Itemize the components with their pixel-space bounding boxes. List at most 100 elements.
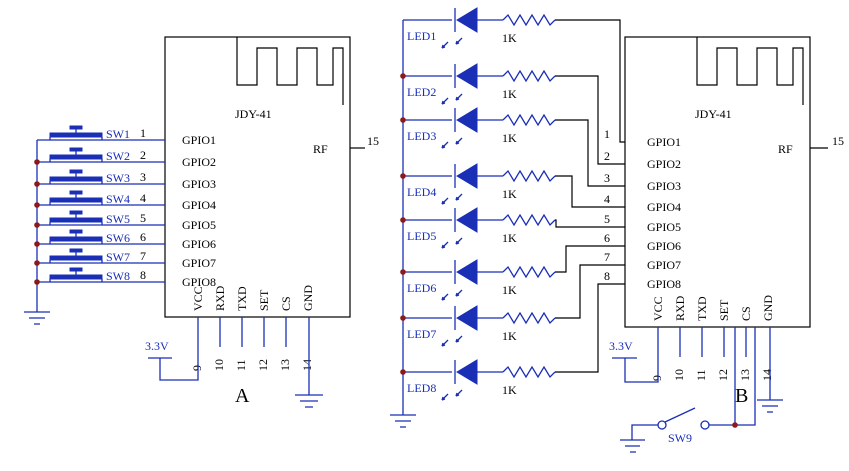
led-pin-3: 3 bbox=[604, 171, 610, 185]
led-pin-6: 6 bbox=[604, 231, 610, 245]
switch-label-5: SW5 bbox=[106, 212, 130, 226]
switch-pin-4: 4 bbox=[140, 191, 146, 205]
switch-label-1: SW1 bbox=[106, 127, 130, 141]
module-b-pin-rxd: RXD bbox=[673, 295, 687, 321]
power-label-a: 3.3V bbox=[145, 339, 169, 353]
switch-pin-2: 2 bbox=[140, 148, 146, 162]
module-b-antenna bbox=[696, 37, 804, 105]
module-a-gpio-7: GPIO7 bbox=[182, 256, 216, 270]
module-b-pin-set: SET bbox=[717, 299, 731, 321]
module-a: JDY-41 RF 15 GPIO1GPIO2GPIO3GPIO4GPIO5GP… bbox=[164, 36, 379, 407]
module-b-power: 3.3V SW9 bbox=[609, 327, 783, 453]
module-b-pin-gnd: GND bbox=[761, 295, 775, 321]
switch-label-7: SW7 bbox=[106, 250, 130, 264]
resistor-5: 1K bbox=[502, 231, 517, 245]
led-label-7: LED7 bbox=[407, 327, 436, 341]
led-label-2: LED2 bbox=[407, 85, 436, 99]
led-1: LED1 1K 1 bbox=[403, 7, 625, 143]
module-b: JDY-41 RF 15 GPIO1GPIO2GPIO3GPIO4GPIO5GP… bbox=[624, 36, 844, 407]
module-b-pin-num-10: 10 bbox=[672, 369, 686, 381]
module-b-pin-num-12: 12 bbox=[716, 369, 730, 381]
module-a-gpio-6: GPIO6 bbox=[182, 237, 216, 251]
led-pin-4: 4 bbox=[604, 192, 610, 206]
module-a-name: JDY-41 bbox=[235, 107, 272, 121]
led-6: LED6 1K 6 bbox=[400, 231, 625, 301]
module-a-gpio-1: GPIO1 bbox=[182, 133, 216, 147]
led-pin-5: 5 bbox=[604, 212, 610, 226]
led-label-3: LED3 bbox=[407, 129, 436, 143]
resistor-3: 1K bbox=[502, 131, 517, 145]
sw9-lever bbox=[664, 407, 696, 423]
module-a-pin-cs: CS bbox=[279, 296, 293, 311]
power-label-b: 3.3V bbox=[609, 339, 633, 353]
switch-label-4: SW4 bbox=[106, 192, 130, 206]
module-a-pin-num-14: 14 bbox=[300, 359, 314, 371]
module-b-gpio-4: GPIO4 bbox=[647, 200, 681, 214]
led-label-4: LED4 bbox=[407, 185, 436, 199]
switch-pin-8: 8 bbox=[140, 268, 146, 282]
resistor-1: 1K bbox=[502, 31, 517, 45]
switch-pin-7: 7 bbox=[140, 249, 146, 263]
module-b-rf-label: RF bbox=[778, 142, 793, 156]
led-label-1: LED1 bbox=[407, 29, 436, 43]
module-a-pin-num-9: 9 bbox=[190, 365, 204, 371]
module-b-pin-num-14: 14 bbox=[760, 369, 774, 381]
module-a-body bbox=[164, 36, 351, 318]
module-b-gpio-2: GPIO2 bbox=[647, 157, 681, 171]
led-pin-2: 2 bbox=[604, 149, 610, 163]
module-b-gpio-8: GPIO8 bbox=[647, 277, 681, 291]
led-label-6: LED6 bbox=[407, 281, 436, 295]
module-a-gpio-8: GPIO8 bbox=[182, 275, 216, 289]
module-b-pin-cs: CS bbox=[739, 306, 753, 321]
led-pin-8: 8 bbox=[604, 269, 610, 283]
switch-7: SW7 7 bbox=[34, 248, 165, 266]
module-b-gpio-3: GPIO3 bbox=[647, 179, 681, 193]
circuit-a-label: A bbox=[235, 385, 250, 407]
led-pin-1: 1 bbox=[604, 127, 610, 141]
module-a-pin-num-10: 10 bbox=[212, 359, 226, 371]
led-7: LED7 1K 7 bbox=[400, 250, 625, 347]
module-a-pin-num-12: 12 bbox=[256, 359, 270, 371]
module-b-gpio-5: GPIO5 bbox=[647, 220, 681, 234]
circuit-b-label: B bbox=[735, 385, 748, 407]
switch-label-8: SW8 bbox=[106, 269, 130, 283]
module-a-antenna bbox=[236, 37, 344, 105]
switch-4: SW4 4 bbox=[34, 190, 165, 208]
led-pin-7: 7 bbox=[604, 250, 610, 264]
resistor-8: 1K bbox=[502, 383, 517, 397]
module-a-pin-set: SET bbox=[257, 289, 271, 311]
module-a-pin-txd: TXD bbox=[235, 286, 249, 311]
module-a-pin-num-11: 11 bbox=[234, 359, 248, 371]
module-b-name: JDY-41 bbox=[695, 107, 732, 121]
resistor-2: 1K bbox=[502, 87, 517, 101]
module-a-pin-vcc: VCC bbox=[191, 286, 205, 311]
module-b-rf-pin: 15 bbox=[832, 134, 844, 148]
sw9-label: SW9 bbox=[668, 431, 692, 445]
module-a-gpio-4: GPIO4 bbox=[182, 198, 216, 212]
switch-pin-1: 1 bbox=[140, 126, 146, 140]
module-a-pin-num-13: 13 bbox=[278, 359, 292, 371]
module-b-gpio-6: GPIO6 bbox=[647, 239, 681, 253]
resistor-4: 1K bbox=[502, 187, 517, 201]
module-b-pin-num-11: 11 bbox=[694, 369, 708, 381]
switch-pin-3: 3 bbox=[140, 170, 146, 184]
switch-1: SW1 1 bbox=[37, 125, 165, 141]
switch-label-3: SW3 bbox=[106, 171, 130, 185]
module-a-power: 3.3V bbox=[145, 317, 323, 408]
switch-8: SW8 8 bbox=[34, 267, 165, 285]
module-b-pin-num-13: 13 bbox=[738, 369, 752, 381]
switch-3: SW3 3 bbox=[34, 169, 165, 187]
switch-label-6: SW6 bbox=[106, 231, 130, 245]
switch-pin-5: 5 bbox=[140, 211, 146, 225]
switch-label-2: SW2 bbox=[106, 149, 130, 163]
led-4: LED4 1K 4 bbox=[400, 163, 625, 208]
resistor-6: 1K bbox=[502, 283, 517, 297]
module-a-rf-pin: 15 bbox=[367, 134, 379, 148]
module-b-gpio-1: GPIO1 bbox=[647, 135, 681, 149]
